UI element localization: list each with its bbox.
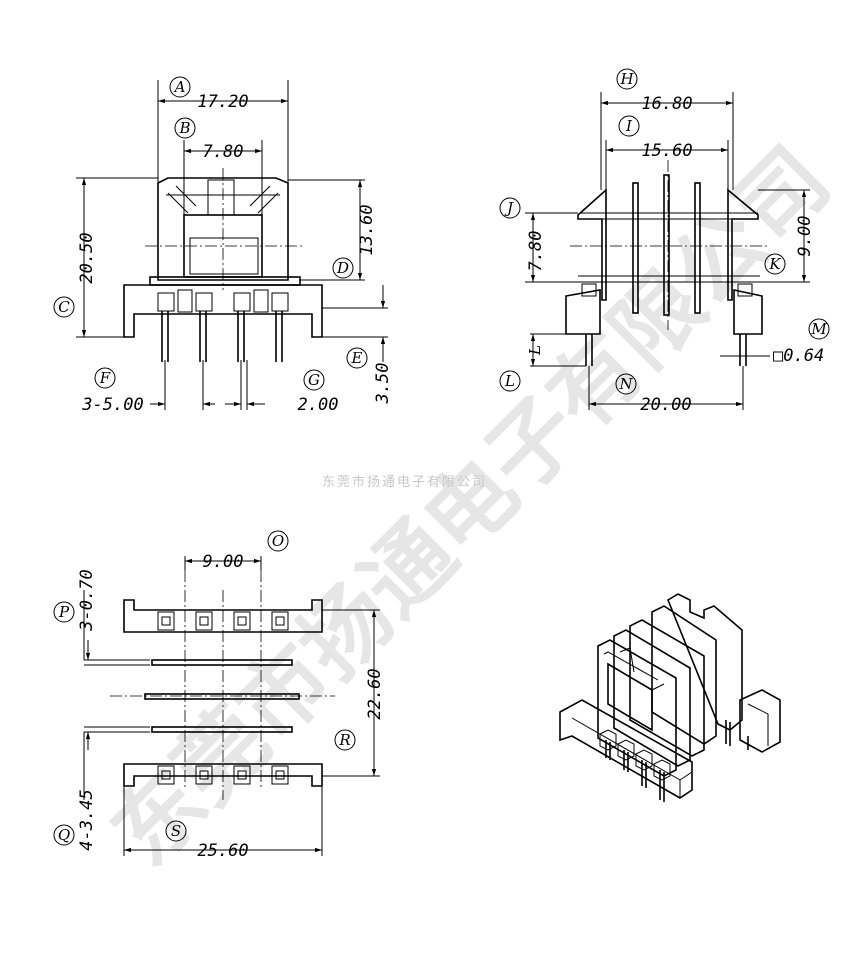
svg-text:7.80: 7.80 [203, 142, 244, 162]
watermark-caption: 东莞市扬通电子有限公司 [322, 474, 487, 490]
svg-text:A: A [173, 78, 186, 96]
dimension-h: H 16.80 [616, 68, 693, 114]
svg-text:R: R [338, 731, 350, 749]
svg-text:L: L [526, 345, 544, 356]
svg-text:4-3.45: 4-3.45 [77, 789, 97, 850]
dimension-e: E 3.50 [346, 347, 393, 405]
isometric-view [559, 593, 781, 802]
svg-text:20.00: 20.00 [640, 395, 691, 415]
svg-text:22.60: 22.60 [365, 668, 385, 719]
dimension-b: B 7.80 [174, 117, 244, 162]
svg-text:□0.64: □0.64 [773, 346, 824, 366]
svg-text:J: J [504, 199, 514, 217]
svg-text:L: L [504, 372, 515, 390]
svg-text:15.60: 15.60 [641, 141, 692, 161]
svg-text:3.50: 3.50 [373, 363, 393, 405]
dimension-m: M □0.64 [773, 318, 830, 366]
dimension-n: N 20.00 [615, 373, 692, 415]
svg-text:20.50: 20.50 [77, 232, 97, 283]
dimension-k: K 9.00 [764, 216, 815, 275]
svg-text:25.60: 25.60 [197, 841, 248, 861]
svg-text:H: H [619, 70, 634, 88]
dimension-c: C 20.50 [53, 232, 97, 318]
svg-text:17.20: 17.20 [197, 92, 248, 112]
svg-text:M: M [810, 320, 827, 338]
side-view [525, 92, 810, 410]
svg-text:16.80: 16.80 [641, 94, 692, 114]
front-view [76, 80, 388, 410]
svg-text:N: N [618, 375, 633, 393]
svg-text:D: D [336, 259, 349, 277]
bottom-view [83, 556, 380, 856]
dimension-d: D 13.60 [332, 204, 377, 279]
dimension-r: R 22.60 [334, 668, 385, 751]
svg-text:K: K [768, 255, 781, 273]
svg-text:B: B [178, 119, 190, 137]
svg-text:9.00: 9.00 [203, 552, 244, 572]
svg-text:S: S [171, 822, 181, 840]
dimension-f: F 3-5.00 [81, 367, 144, 415]
svg-text:7.80: 7.80 [526, 231, 546, 272]
dimension-q: Q 4-3.45 [53, 789, 97, 851]
svg-text:9.00: 9.00 [795, 216, 815, 257]
svg-text:C: C [58, 298, 70, 316]
dimension-g: G 2.00 [298, 369, 339, 415]
svg-text:13.60: 13.60 [357, 204, 377, 255]
svg-text:E: E [351, 349, 363, 367]
svg-text:G: G [308, 371, 320, 389]
svg-text:O: O [272, 532, 284, 550]
dimension-i: I 15.60 [618, 115, 693, 161]
svg-text:P: P [58, 603, 70, 621]
svg-text:3-0.70: 3-0.70 [77, 569, 97, 631]
svg-text:3-5.00: 3-5.00 [81, 395, 143, 415]
svg-text:2.00: 2.00 [298, 395, 339, 415]
dimension-l: L L [499, 345, 544, 392]
svg-text:I: I [625, 117, 633, 135]
svg-text:Q: Q [58, 826, 70, 844]
dimension-p: P 3-0.70 [53, 569, 97, 632]
dimension-o: O 9.00 [203, 530, 289, 572]
dimension-a: A 17.20 [169, 76, 249, 112]
svg-text:F: F [99, 369, 111, 387]
dimension-s: S 25.60 [165, 820, 249, 861]
dimension-j: J 7.80 [499, 197, 546, 272]
